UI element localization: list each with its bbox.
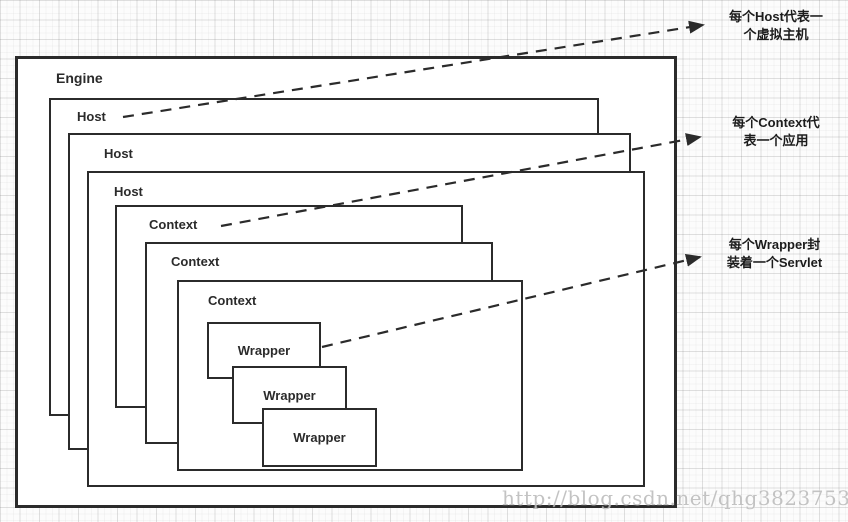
context-label-3: Context (208, 293, 257, 308)
annotation-wrapper-line1: 每个Wrapper封 (728, 237, 821, 252)
annotation-context-line1: 每个Context代 (732, 115, 820, 130)
annotation-host-line2: 个虚拟主机 (743, 27, 809, 42)
wrapper-label-1: Wrapper (237, 343, 291, 358)
wrapper-label-3: Wrapper (293, 430, 346, 445)
context-label-2: Context (171, 254, 220, 269)
annotation-context: 每个Context代 表一个应用 (704, 114, 848, 150)
wrapper-label-2: Wrapper (263, 387, 316, 403)
annotation-wrapper-line2: 装着一个Servlet (726, 255, 823, 270)
wrapper-box-3: Wrapper (262, 408, 377, 467)
context-label-1: Context (149, 217, 198, 232)
watermark-url: http://blog.csdn.net/qhg38237537 (502, 486, 848, 510)
host-label-2: Host (104, 146, 133, 161)
host-label-3: Host (114, 184, 143, 199)
annotation-host: 每个Host代表一 个虚拟主机 (704, 8, 848, 44)
host-label-1: Host (77, 109, 106, 124)
annotation-host-line1: 每个Host代表一 (729, 9, 823, 24)
engine-label: Engine (56, 70, 103, 86)
annotation-wrapper: 每个Wrapper封 装着一个Servlet (701, 236, 848, 272)
annotation-context-line2: 表一个应用 (743, 133, 809, 148)
